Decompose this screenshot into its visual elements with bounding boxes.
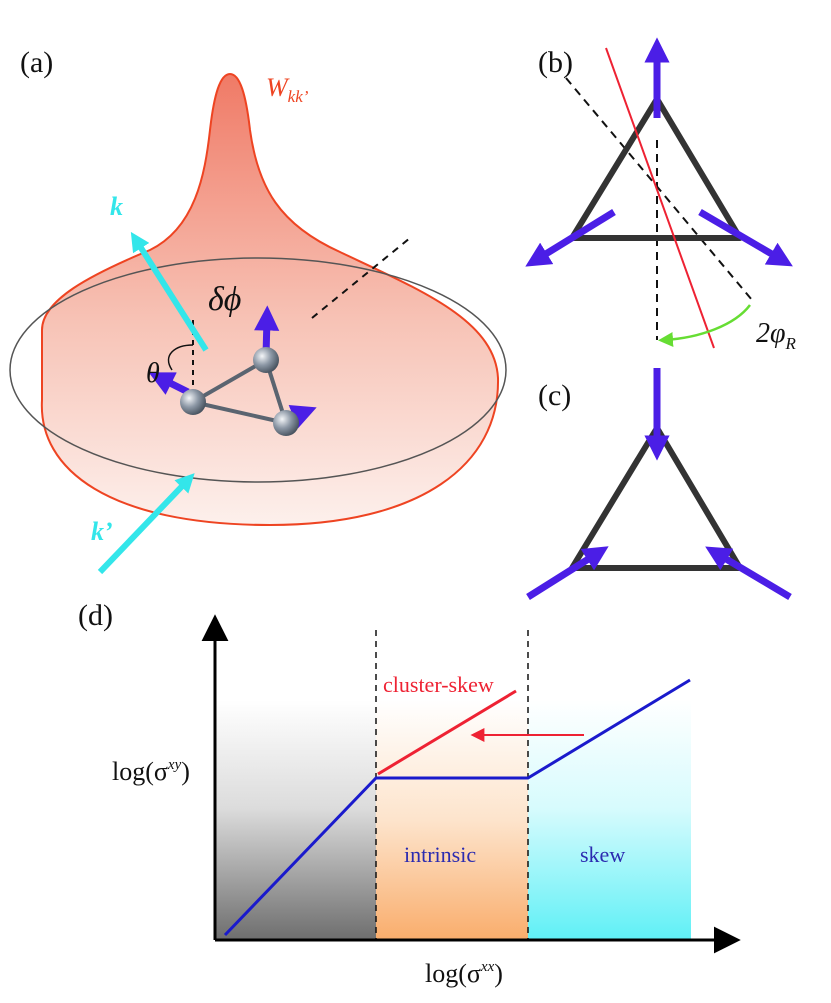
atom-2: [253, 347, 279, 373]
spin-arrow-c-left: [526, 546, 609, 600]
region-intrinsic-label: intrinsic: [404, 842, 476, 867]
panel-b-label: (b): [538, 46, 573, 79]
theta-label: θ: [146, 358, 160, 389]
angle-label: 2φR: [756, 318, 797, 353]
spin-arrow-1: [148, 372, 190, 396]
scattering-surface: [40, 72, 500, 527]
panel-d: (d) cluster-skew intrinsic skew log(σxy)…: [78, 599, 741, 988]
spin-arrow-b-right: [698, 208, 793, 267]
atom-cluster: [148, 305, 317, 436]
y-axis-label: log(σxy): [112, 757, 190, 786]
x-axis-label: log(σxx): [425, 959, 503, 988]
cluster-skew-line: [377, 689, 517, 776]
atom-3: [273, 410, 299, 436]
region-intrinsic: [376, 700, 528, 940]
triangle-b: [569, 96, 743, 241]
region-skew: [528, 700, 691, 940]
dashed-axis-line: [311, 237, 411, 319]
dashed-line-diagonal: [565, 77, 753, 301]
red-mirror-line: [605, 47, 715, 349]
panel-c: (c): [526, 368, 792, 601]
w-label: Wkk’: [266, 73, 309, 106]
sigma-xy-curve: [223, 678, 691, 937]
spin-arrow-b-left: [525, 209, 616, 267]
k-vector-arrow: [130, 231, 209, 352]
atom-1: [180, 389, 206, 415]
region-low: [215, 700, 376, 940]
base-ellipse: [9, 257, 507, 483]
kprime-label: k’: [91, 517, 113, 546]
cluster-skew-label: cluster-skew: [383, 672, 494, 697]
region-skew-label: skew: [580, 842, 625, 867]
triangle-c: [569, 425, 743, 571]
panel-a: (a) k k’ δϕ θ Wkk’: [9, 46, 507, 575]
panel-b: (b) 2φR: [525, 37, 797, 353]
panel-c-label: (c): [538, 379, 571, 412]
dphi-label: δϕ: [208, 281, 241, 318]
kprime-vector-arrow: [97, 473, 195, 575]
theta-arc: [167, 344, 194, 371]
panel-d-label: (d): [78, 599, 113, 632]
angle-arc: [658, 304, 751, 347]
spin-arrow-c-right: [705, 546, 792, 601]
panel-a-label: (a): [20, 46, 53, 79]
k-label: k: [110, 192, 123, 221]
